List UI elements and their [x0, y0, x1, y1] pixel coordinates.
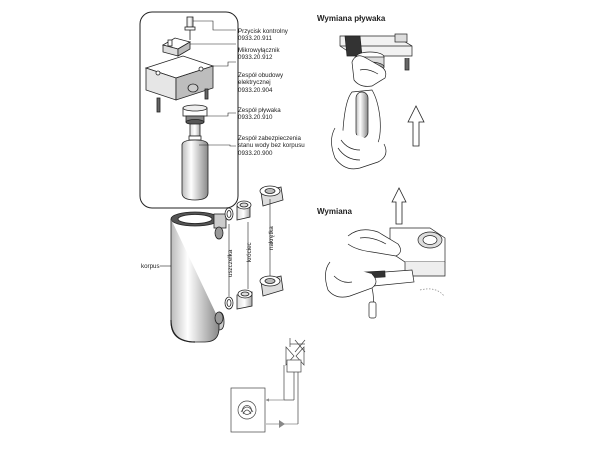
callout-water-protection-name-1: Zespół zabezpieczenia	[238, 135, 301, 142]
callout-water-protection-code: 0933.20.900	[238, 149, 273, 157]
replacement-title: Wymiana	[317, 207, 352, 216]
callout-water-protection: Zespół zabezpieczenia stanu wody bez kor…	[238, 135, 305, 157]
callout-float-name: Zespół pływaka	[238, 107, 281, 114]
callout-test-button-name: Przycisk kontrolny	[238, 28, 288, 35]
float-replacement-title: Wymiana pływaka	[317, 14, 386, 23]
callout-microswitch-code: 0933.20.912	[238, 54, 273, 62]
up-arrow-top	[407, 105, 425, 147]
callout-test-button-code: 0933.20.911	[238, 35, 272, 43]
label-body: korpus	[141, 263, 160, 270]
float-part	[181, 135, 209, 201]
up-arrow-middle	[391, 187, 407, 225]
fittings-group	[160, 185, 284, 310]
test-button-part	[184, 16, 196, 40]
label-nut: nakrętka	[268, 226, 275, 250]
callout-test-button: Przycisk kontrolny 0933.20.911	[238, 28, 288, 43]
callout-housing: Zespół obudowy elektrycznej 0933.20.904	[238, 72, 283, 94]
seal-lower	[224, 296, 234, 310]
callout-leaders	[190, 20, 236, 147]
callout-housing-name-2: elektrycznej	[238, 79, 271, 87]
callout-housing-name-1: Zespół obudowy	[238, 72, 284, 79]
nut-upper	[259, 185, 284, 207]
callout-microswitch: Mikrowyłącznik 0933.20.912	[238, 47, 280, 62]
float-nut-part	[182, 104, 208, 137]
microswitch-part	[161, 37, 192, 57]
housing-part	[144, 55, 215, 113]
stub-lower	[236, 289, 253, 310]
label-seal: uszczelka	[227, 249, 234, 277]
callout-housing-code: 0933.20.904	[238, 86, 273, 94]
stub-upper	[236, 200, 252, 221]
replacement-illustration	[325, 227, 446, 319]
float-replacement-illustration	[331, 33, 413, 170]
schematic-group	[230, 338, 306, 433]
nut-lower	[259, 275, 284, 297]
callout-float: Zespół pływaka 0933.20.910	[238, 107, 281, 122]
callout-microswitch-name: Mikrowyłącznik	[238, 47, 280, 54]
body-pipe-part	[170, 211, 227, 343]
assembly-group	[139, 11, 239, 209]
label-stub: króciec	[246, 242, 253, 262]
callout-water-protection-name-2: stanu wody bez korpusu	[238, 142, 305, 150]
callout-float-code: 0933.20.910	[238, 114, 273, 122]
seal-upper	[224, 207, 234, 221]
assembly-frame	[139, 11, 239, 209]
part-leaders	[160, 199, 271, 296]
